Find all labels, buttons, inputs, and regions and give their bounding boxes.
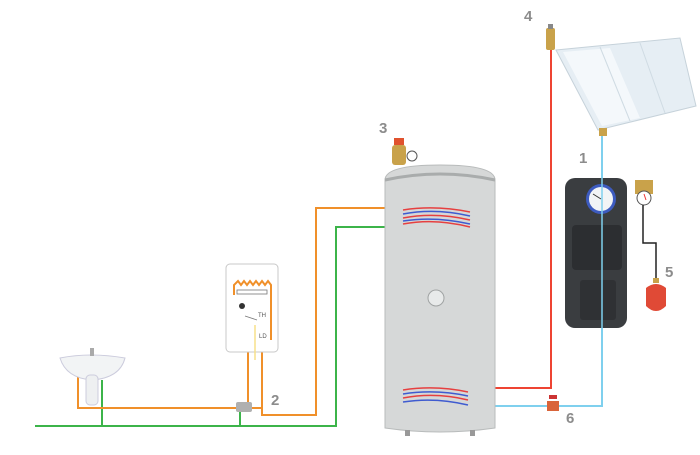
solar-flow-pipe	[468, 48, 552, 389]
ld-label: LD	[259, 334, 267, 340]
solar-collector	[555, 37, 697, 136]
hot-water-pipe	[77, 207, 405, 416]
gas-boiler	[225, 263, 279, 360]
lower-coil	[402, 387, 469, 406]
label-1-pump-station: 1	[579, 150, 588, 167]
pressure-gauge-group	[635, 180, 657, 280]
safety-valve-group	[392, 138, 418, 165]
ball-valve	[547, 395, 559, 411]
th-label: TH	[258, 313, 266, 319]
pump-station	[565, 178, 627, 328]
label-6-valve: 6	[566, 410, 575, 427]
mixing-valve	[236, 402, 252, 412]
air-vent	[546, 24, 555, 50]
label-5-expansion-vessel: 5	[665, 264, 674, 281]
upper-coil	[402, 207, 471, 228]
wash-basin	[59, 348, 126, 406]
expansion-vessel	[646, 278, 666, 311]
label-4-air-vent: 4	[524, 8, 533, 25]
label-3-safety-group: 3	[379, 120, 388, 137]
storage-tank	[384, 164, 496, 436]
label-2-mixing-valve: 2	[271, 392, 280, 409]
